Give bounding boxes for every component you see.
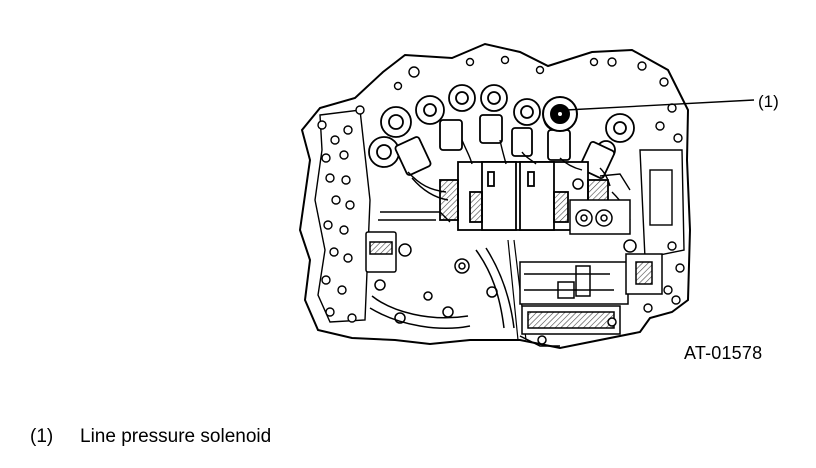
legend-text: Line pressure solenoid: [80, 426, 272, 447]
left-bolt-holes: [317, 105, 365, 323]
valve-body-illustration: (1) AT-01578: [298, 42, 779, 363]
left-plate-edge: [314, 109, 371, 323]
right-plate-section: [639, 149, 685, 259]
wiring-harness: [378, 139, 631, 223]
callout-leader-line: [565, 99, 755, 111]
figure-id: AT-01578: [684, 343, 763, 363]
right-plate-slot: [649, 169, 673, 226]
valve-body-drawing: [298, 42, 755, 350]
legend-item: (1) Line pressure solenoid: [30, 425, 271, 449]
lower-valve-body: [365, 178, 663, 347]
line-pressure-solenoid: [542, 96, 578, 132]
harness-connector-block: [439, 161, 609, 231]
callout-label: (1): [758, 92, 779, 111]
right-bolt-holes: [393, 55, 685, 313]
legend-number: (1): [30, 426, 54, 447]
